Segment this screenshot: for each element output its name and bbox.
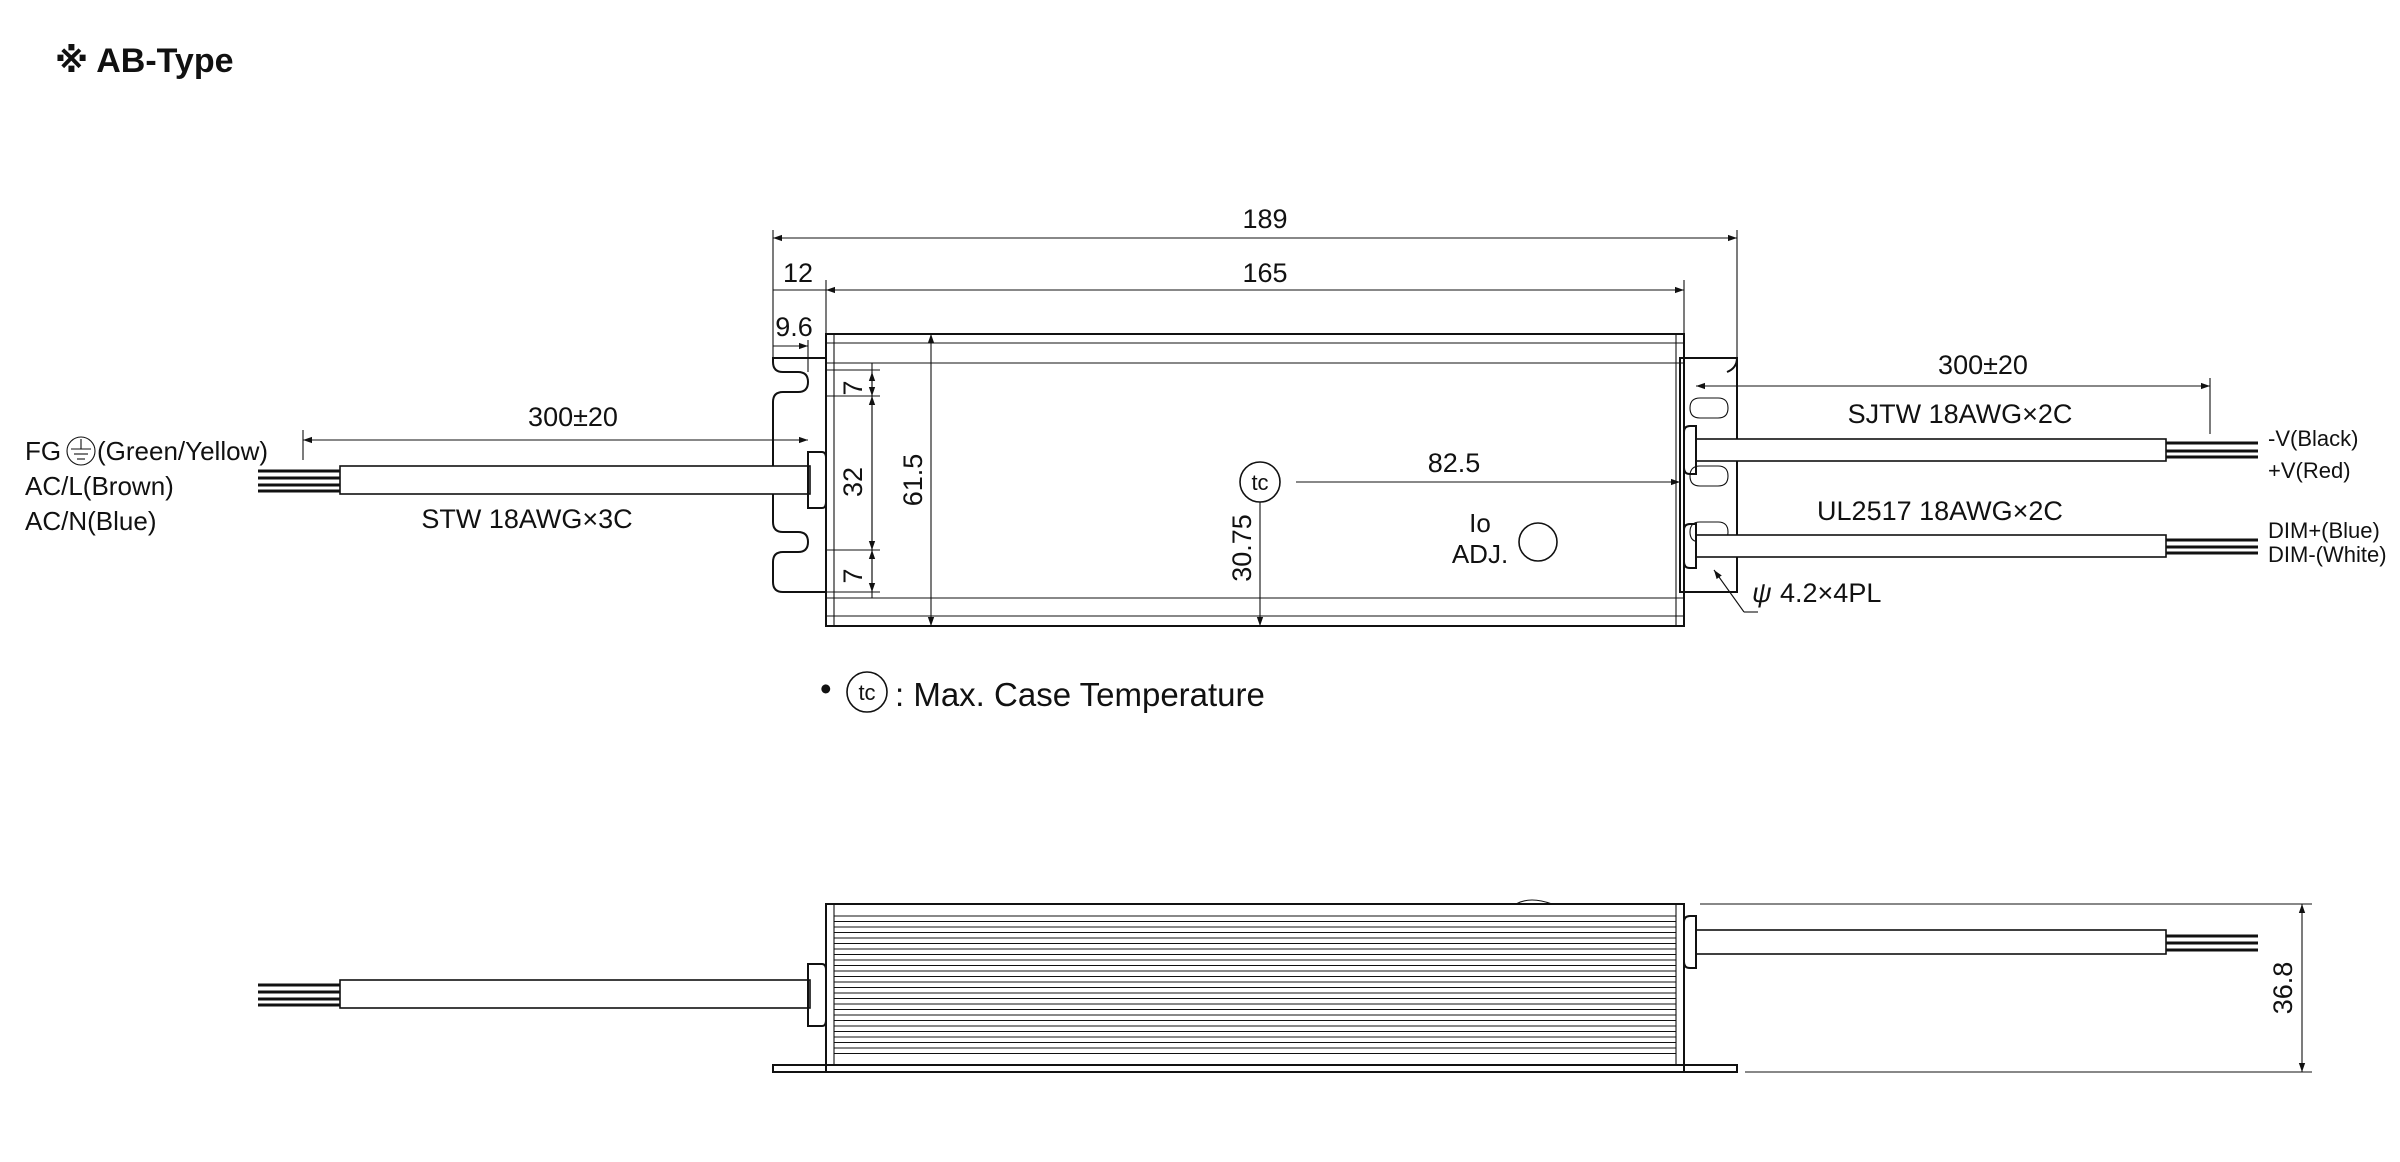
dim-output-cable-length: 300±20 — [1938, 350, 2028, 380]
side-case-body — [825, 903, 1685, 1066]
mounting-slot — [1689, 465, 1729, 487]
mount-hole-spec: 4.2×4PL — [1780, 578, 1881, 608]
dim-flange-width: 12 — [783, 258, 813, 288]
dim-grommet — [1683, 523, 1697, 569]
ground-icon — [66, 436, 96, 466]
tc-point-label: tc — [1251, 470, 1268, 495]
mounting-flange — [772, 357, 827, 593]
dim-side-height: 36.8 — [2268, 962, 2298, 1015]
wire-fg-prefix: FG — [25, 436, 61, 466]
legend-bullet: • — [820, 670, 832, 707]
io-adj-label-1: Io — [1469, 508, 1491, 538]
output-grommet — [1683, 425, 1697, 475]
dim-cable — [1695, 534, 2167, 558]
side-view: 36.8 — [258, 899, 2312, 1073]
dim-body-height: 61.5 — [898, 454, 928, 507]
input-cable-spec: STW 18AWG×3C — [421, 504, 632, 534]
side-input-cable — [339, 979, 811, 1009]
dim-tc-y: 30.75 — [1227, 514, 1257, 582]
output-cable — [1695, 438, 2167, 462]
io-adjust-knob — [1518, 522, 1558, 562]
io-adj-label-2: ADJ. — [1452, 539, 1508, 569]
dim-tc-x: 82.5 — [1428, 448, 1481, 478]
top-view: Io ADJ. tc 189 165 12 9.6 61.5 — [25, 204, 2387, 627]
heatsink-fins — [834, 915, 1676, 1054]
wire-fg-label: (Green/Yellow) — [97, 436, 268, 466]
output-cable-spec: SJTW 18AWG×2C — [1848, 399, 2073, 429]
wire-vpos-label: +V(Red) — [2268, 458, 2351, 483]
tc-legend-symbol: tc — [858, 680, 875, 705]
dim-body-length: 165 — [1242, 258, 1287, 288]
side-output-cable — [1695, 929, 2167, 955]
legend-text: : Max. Case Temperature — [895, 676, 1265, 713]
input-cable — [339, 465, 811, 495]
dim-input-cable-length: 300±20 — [528, 402, 618, 432]
dim-cable-spec: UL2517 18AWG×2C — [1817, 496, 2063, 526]
tc-legend-icon — [846, 671, 888, 713]
wire-dimpos-label: DIM+(Blue) — [2268, 518, 2380, 543]
dim-overall-length: 189 — [1242, 204, 1287, 234]
side-input-grommet — [807, 963, 827, 1027]
side-knob — [1515, 899, 1553, 905]
wire-acn-label: AC/N(Blue) — [25, 506, 156, 536]
input-grommet — [807, 451, 827, 509]
wire-dimneg-label: DIM-(White) — [2268, 542, 2387, 567]
dim-hole-bottom: 7 — [838, 568, 868, 583]
side-flange-left — [772, 1064, 827, 1073]
dim-hole-top: 7 — [838, 380, 868, 395]
wire-acl-label: AC/L(Brown) — [25, 471, 174, 501]
side-flange-right — [1683, 1064, 1738, 1073]
side-output-grommet — [1683, 915, 1697, 969]
drawing-title: ※ AB-Type — [55, 42, 234, 80]
tc-legend: • tc : Max. Case Temperature — [820, 670, 1265, 713]
dim-hole-offset: 9.6 — [775, 312, 813, 342]
wire-vneg-label: -V(Black) — [2268, 426, 2358, 451]
dim-hole-pitch: 32 — [838, 467, 868, 497]
mount-hole-symbol: ψ — [1752, 578, 1772, 608]
mounting-slot — [1689, 397, 1729, 419]
